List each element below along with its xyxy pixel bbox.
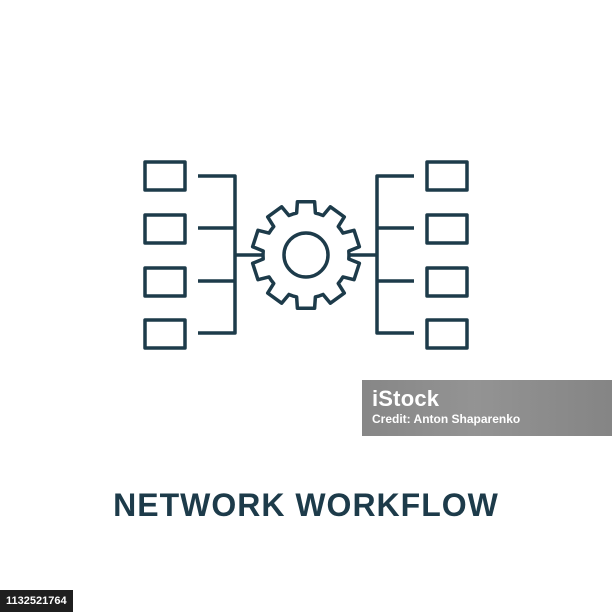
right-node-box (425, 160, 469, 192)
gear-outline (250, 199, 362, 311)
right-connector-bracket (350, 174, 414, 335)
watermark-banner (362, 380, 612, 436)
left-node-box (143, 266, 187, 298)
right-node-box (425, 213, 469, 245)
watermark-brand: iStock (372, 386, 440, 411)
watermark-credit: Credit: Anton Shaparenko (372, 412, 521, 426)
gear-hub (282, 231, 330, 279)
image-id-label: 1132521764 (0, 590, 73, 612)
gear-icon (250, 199, 362, 311)
left-node-box (143, 160, 187, 192)
left-node-box (143, 213, 187, 245)
left-node-box (143, 318, 187, 350)
right-node-box (425, 266, 469, 298)
right-node-box (425, 318, 469, 350)
icon-caption: NETWORK WORKFLOW (113, 487, 499, 523)
left-connector-bracket (198, 174, 262, 335)
